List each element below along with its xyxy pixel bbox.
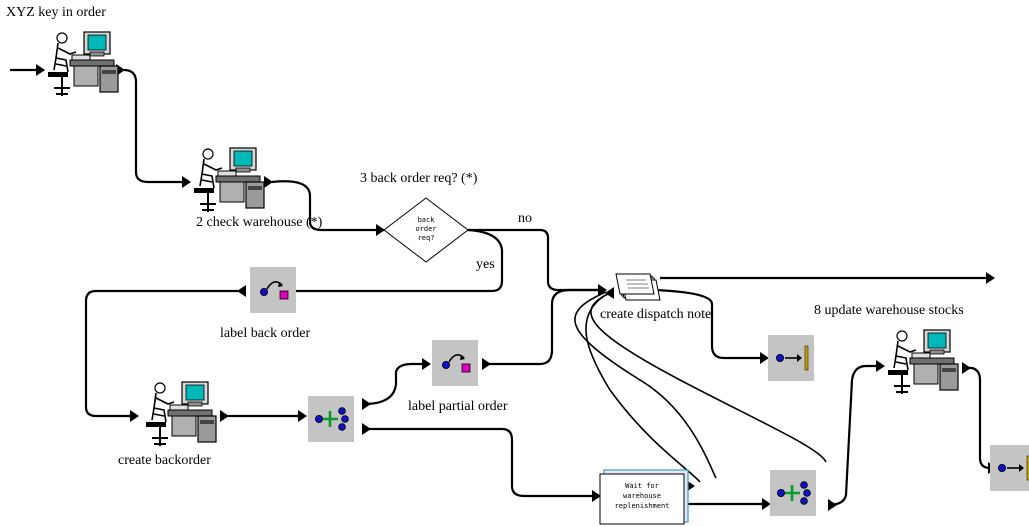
- workstation-person-icon: [47, 31, 119, 97]
- label-action-icon: [249, 266, 297, 314]
- decision-inner-line-1: back: [418, 216, 436, 224]
- workstation-person-icon: [193, 147, 265, 213]
- step-create-dispatch-note-label: create dispatch note: [600, 307, 711, 322]
- split-icon: [306, 394, 356, 444]
- label-action-icon: [431, 339, 479, 387]
- step-label-back-order-label: label back order: [220, 326, 311, 341]
- document-stack-icon: [615, 273, 661, 301]
- step-update-warehouse-stocks: 8 update warehouse stocks: [814, 303, 964, 395]
- split-icon: [768, 468, 818, 518]
- end-icon: [767, 334, 815, 382]
- step-key-in-order-label: XYZ key in order: [6, 5, 106, 20]
- branch-yes-label: yes: [476, 257, 495, 272]
- step-label-back-order: label back order: [220, 266, 311, 341]
- step-create-dispatch-note: create dispatch note: [600, 273, 711, 322]
- step-create-backorder: create backorder: [118, 381, 217, 468]
- workstation-person-icon: [145, 381, 217, 447]
- step-label-partial-order: label partial order: [408, 339, 508, 414]
- decision-inner-line-3: req?: [418, 234, 435, 242]
- wait-document-icon: [599, 473, 685, 525]
- decision-inner-line-2: order: [415, 225, 436, 233]
- connectors: [10, 64, 997, 511]
- end-icon: [989, 444, 1029, 492]
- step-update-warehouse-stocks-label: 8 update warehouse stocks: [814, 303, 964, 318]
- step-check-warehouse-label: 2 check warehouse (*): [196, 215, 323, 230]
- step-back-order-decision: 3 back order req? (*) back order req?: [360, 171, 478, 263]
- branch-no-label: no: [518, 211, 532, 226]
- step-create-backorder-label: create backorder: [118, 453, 211, 468]
- decision-label: 3 back order req? (*): [360, 171, 478, 186]
- workstation-person-icon: [887, 329, 959, 395]
- decision-diamond-icon: [383, 197, 469, 263]
- step-check-warehouse: 2 check warehouse (*): [193, 147, 323, 230]
- step-wait-replenishment: Wait for warehouse replenishment: [599, 469, 689, 525]
- step-label-partial-order-label: label partial order: [408, 399, 508, 414]
- step-key-in-order: XYZ key in order: [6, 5, 119, 97]
- wait-line-1: Wait for: [625, 482, 659, 490]
- wait-line-3: replenishment: [615, 502, 670, 510]
- wait-line-2: warehouse: [623, 492, 661, 500]
